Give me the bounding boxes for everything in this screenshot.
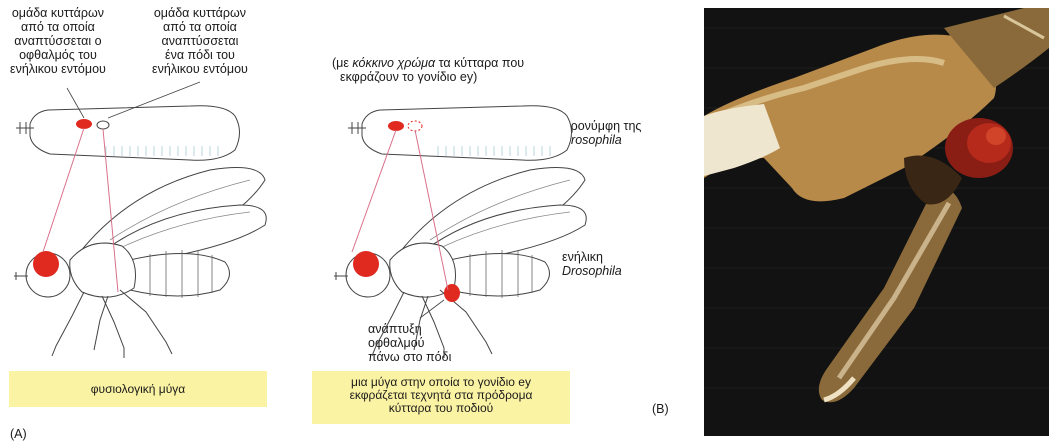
leg-eye-photo bbox=[704, 8, 1049, 436]
normal-eye bbox=[33, 251, 59, 277]
eye-precursor-cells bbox=[76, 119, 92, 129]
ectopic-eye bbox=[444, 284, 460, 302]
leg-precursor-cells bbox=[97, 121, 109, 129]
fly-diagrams bbox=[0, 0, 700, 447]
